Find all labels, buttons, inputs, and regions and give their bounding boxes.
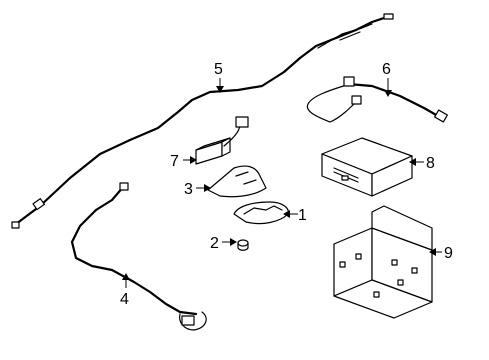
callout-label-3: 3 [184,181,193,198]
nut-2 [237,239,249,251]
cable-4 [70,182,207,331]
callout-label-6: 6 [382,61,391,78]
callout-1: 1 [283,207,307,224]
callout-label-4: 4 [120,291,129,308]
mounting-bracket-9 [333,205,433,319]
antenna-base-1 [233,201,289,225]
callout-9: 9 [429,245,453,262]
cable-5 [11,13,394,229]
callout-label-1: 1 [298,207,307,224]
callout-2: 2 [210,235,237,252]
callout-8: 8 [409,155,435,172]
callout-7: 7 [170,153,197,170]
harness-6 [306,76,448,123]
antenna-cover-3 [207,165,267,198]
callout-label-8: 8 [426,155,435,172]
callout-label-2: 2 [210,235,219,252]
amplifier-7 [195,116,249,165]
callout-4: 4 [120,273,130,308]
callout-label-7: 7 [170,153,179,170]
callout-3: 3 [184,181,211,198]
callout-label-5: 5 [214,61,223,78]
callout-6: 6 [382,61,392,97]
callout-5: 5 [214,61,224,93]
callout-label-9: 9 [444,245,453,262]
receiver-module-8 [321,137,413,197]
